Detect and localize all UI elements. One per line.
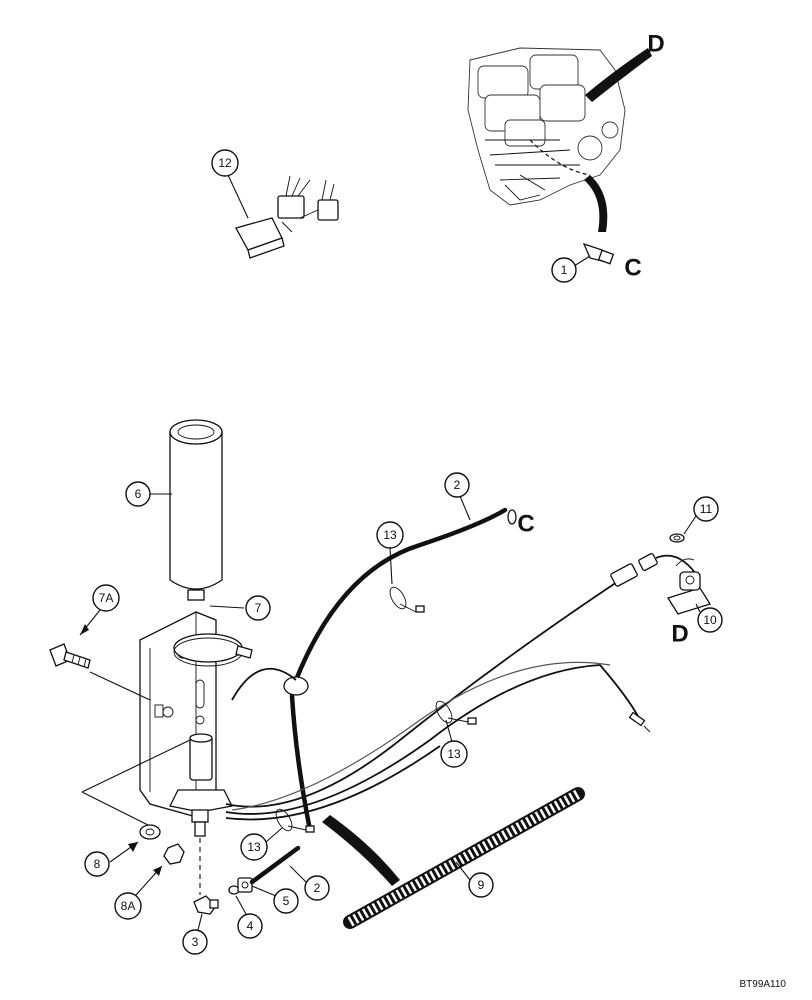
callout-2-lower: 2 bbox=[304, 875, 330, 901]
ref-label-d-top: D bbox=[647, 31, 664, 58]
tube-lower bbox=[249, 845, 301, 885]
cable-tie-lower bbox=[275, 808, 315, 833]
convoluted-conduit bbox=[343, 787, 585, 929]
svg-text:7A: 7A bbox=[99, 591, 114, 605]
svg-text:1: 1 bbox=[561, 263, 568, 277]
tube-upper bbox=[293, 507, 508, 683]
wiring-harness bbox=[225, 553, 701, 821]
washer bbox=[139, 824, 161, 840]
callout-10: 10 bbox=[697, 607, 723, 633]
temperature-sender bbox=[582, 242, 615, 265]
ref-label-c-mid: C bbox=[517, 511, 534, 538]
svg-text:13: 13 bbox=[447, 747, 461, 761]
svg-text:6: 6 bbox=[135, 487, 142, 501]
callout-9: 9 bbox=[468, 872, 494, 898]
nut bbox=[163, 843, 185, 865]
pointer-arrow bbox=[322, 815, 400, 886]
svg-text:13: 13 bbox=[383, 528, 397, 542]
elbow-fitting bbox=[193, 895, 219, 915]
ref-label-d-bottom: D bbox=[671, 621, 688, 648]
callout-2-upper: 2 bbox=[444, 472, 470, 498]
rocker-switch bbox=[235, 175, 339, 259]
svg-text:2: 2 bbox=[454, 478, 461, 492]
callout-1: 1 bbox=[551, 257, 577, 283]
callout-8a: 8A bbox=[114, 892, 142, 920]
callout-13-lower: 13 bbox=[240, 833, 268, 861]
cable-tie-middle bbox=[435, 700, 477, 725]
callout-7: 7 bbox=[245, 595, 271, 621]
bolt bbox=[49, 643, 91, 669]
svg-text:3: 3 bbox=[192, 935, 199, 949]
start-valve bbox=[169, 733, 233, 837]
svg-text:5: 5 bbox=[283, 894, 290, 908]
svg-text:13: 13 bbox=[247, 840, 261, 854]
temperature-switch bbox=[667, 558, 711, 615]
svg-text:4: 4 bbox=[247, 919, 254, 933]
callout-13-upper: 13 bbox=[376, 521, 404, 549]
svg-text:7: 7 bbox=[255, 601, 262, 615]
svg-text:10: 10 bbox=[703, 613, 717, 627]
tube-nut bbox=[237, 877, 253, 893]
lock-washer bbox=[669, 533, 685, 543]
callout-5: 5 bbox=[273, 888, 299, 914]
svg-text:8: 8 bbox=[94, 857, 101, 871]
svg-text:8A: 8A bbox=[121, 899, 136, 913]
callout-4: 4 bbox=[237, 913, 263, 939]
ref-label-c-top: C bbox=[624, 255, 641, 282]
callout-11: 11 bbox=[693, 496, 719, 522]
callout-3: 3 bbox=[182, 929, 208, 955]
callout-13-middle: 13 bbox=[440, 740, 468, 768]
hose-clamp bbox=[173, 633, 253, 667]
grommet bbox=[283, 676, 309, 696]
svg-text:2: 2 bbox=[314, 881, 321, 895]
svg-text:12: 12 bbox=[218, 156, 232, 170]
callout-6: 6 bbox=[125, 481, 151, 507]
engine-illustration bbox=[467, 47, 652, 232]
callout-7a: 7A bbox=[92, 584, 120, 612]
callout-12: 12 bbox=[211, 149, 239, 177]
ether-cylinder bbox=[169, 419, 223, 601]
svg-text:9: 9 bbox=[478, 878, 485, 892]
figure-id: BT99A110 bbox=[739, 979, 786, 990]
cable-tie-upper bbox=[389, 586, 425, 613]
svg-text:11: 11 bbox=[700, 502, 713, 516]
callout-8: 8 bbox=[84, 851, 110, 877]
